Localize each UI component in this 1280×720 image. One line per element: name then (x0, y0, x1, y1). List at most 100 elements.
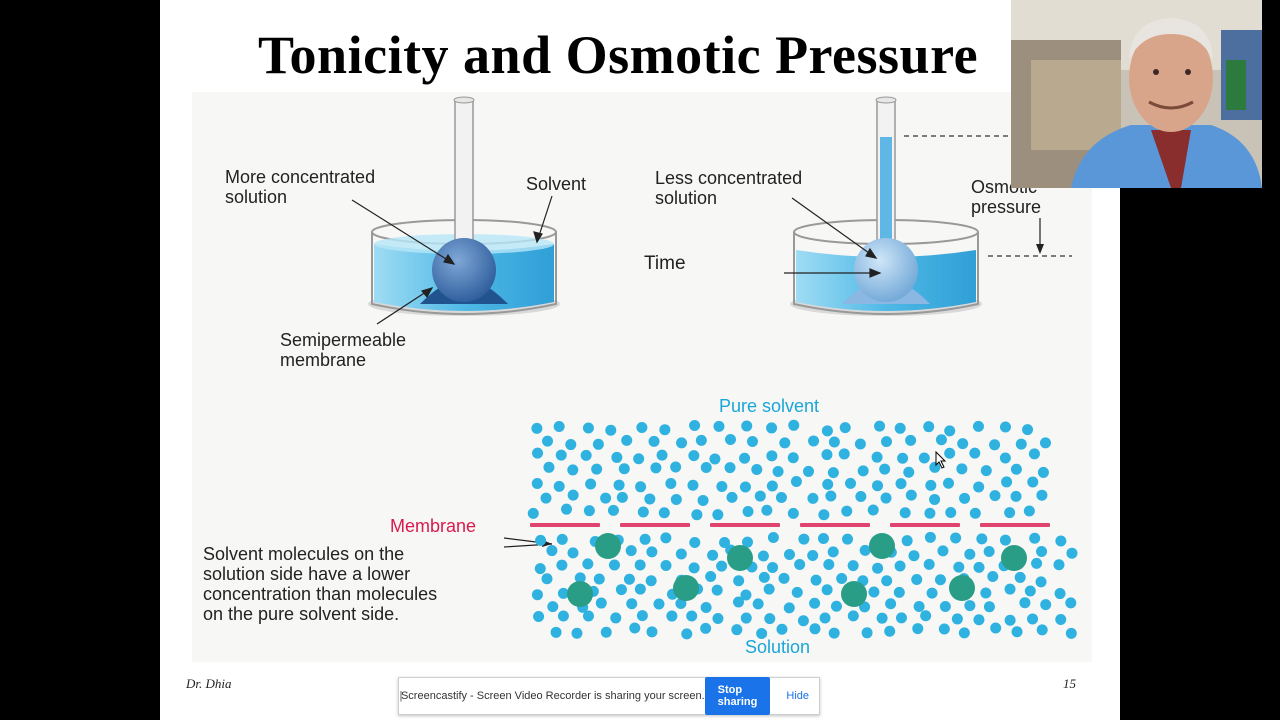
solvent-molecule (746, 435, 758, 447)
solvent-molecule (828, 436, 840, 448)
solvent-molecule (740, 612, 752, 624)
hide-button[interactable]: Hide (786, 690, 809, 702)
solvent-molecule (798, 533, 810, 545)
solvent-molecule (871, 451, 883, 463)
solvent-molecule (670, 493, 682, 505)
solvent-molecule (953, 561, 965, 573)
solvent-molecule (951, 613, 963, 625)
solvent-molecule (809, 623, 821, 635)
author-footer: Dr. Dhia (186, 676, 232, 691)
solvent-molecule (593, 573, 605, 585)
solvent-molecule (535, 534, 547, 546)
solvent-molecule (1065, 597, 1077, 609)
solvent-molecule (929, 461, 941, 473)
screen-share-bar: || Screencastify - Screen Video Recorder… (398, 677, 820, 715)
solvent-molecule (783, 602, 795, 614)
solvent-molecule (839, 422, 851, 434)
solvent-molecule (964, 548, 976, 560)
solvent-molecule (1001, 476, 1013, 488)
solvent-molecule (582, 558, 594, 570)
solvent-molecule (969, 507, 981, 519)
solvent-molecule (634, 583, 646, 595)
solvent-molecule (697, 494, 709, 506)
molecules (527, 419, 1078, 640)
solvent-molecule (540, 492, 552, 504)
solvent-molecule (924, 507, 936, 519)
solvent-molecule (531, 422, 543, 434)
solvent-molecule (964, 600, 976, 612)
solvent-molecule (983, 601, 995, 613)
solvent-molecule (761, 504, 773, 516)
solvent-molecule (531, 478, 543, 490)
solvent-molecule (905, 434, 917, 446)
solvent-molecule (623, 573, 635, 585)
solvent-molecule (585, 478, 597, 490)
solvent-molecule (945, 507, 957, 519)
solvent-molecule (972, 420, 984, 432)
solvent-molecule (1024, 585, 1036, 597)
solvent-molecule (885, 598, 897, 610)
solvent-molecule (1037, 466, 1049, 478)
solvent-molecule (726, 491, 738, 503)
solvent-molecule (557, 610, 569, 622)
solvent-molecule (822, 478, 834, 490)
solvent-molecule (580, 449, 592, 461)
solvent-molecule (751, 463, 763, 475)
mouse-cursor-icon (935, 451, 947, 469)
solvent-molecule (767, 561, 779, 573)
solvent-molecule (918, 452, 930, 464)
solvent-molecule (1027, 613, 1039, 625)
solvent-molecule (845, 477, 857, 489)
solvent-molecule (633, 453, 645, 465)
solvent-molecule (790, 475, 802, 487)
solvent-molecule (591, 463, 603, 475)
solvent-molecule (920, 610, 932, 622)
solvent-molecule (1055, 614, 1067, 626)
osmosis-diagram (351, 96, 1078, 640)
solvent-molecule (881, 575, 893, 587)
solvent-molecule (911, 574, 923, 586)
solvent-molecule (1036, 489, 1048, 501)
solvent-molecule (550, 626, 562, 638)
solvent-molecule (980, 587, 992, 599)
solvent-molecule (608, 559, 620, 571)
solvent-molecule (1036, 546, 1048, 558)
solvent-molecule (923, 558, 935, 570)
solvent-molecule (772, 466, 784, 478)
solvent-molecule (778, 572, 790, 584)
solvent-molecule (600, 626, 612, 638)
stop-sharing-button[interactable]: Stop sharing (704, 677, 771, 715)
solvent-molecule (810, 574, 822, 586)
solvent-molecule (924, 531, 936, 543)
solvent-molecule (607, 504, 619, 516)
solvent-molecule (973, 561, 985, 573)
solvent-molecule (899, 507, 911, 519)
solvent-molecule (565, 439, 577, 451)
solvent-molecule (766, 422, 778, 434)
solvent-molecule (741, 420, 753, 432)
solvent-molecule (553, 480, 565, 492)
solvent-molecule (1004, 507, 1016, 519)
solvent-molecule (713, 420, 725, 432)
solvent-molecule (830, 600, 842, 612)
solvent-molecule (836, 572, 848, 584)
solvent-molecule (1015, 438, 1027, 450)
solvent-molecule (527, 507, 539, 519)
solvent-molecule (621, 434, 633, 446)
solvent-molecule (648, 435, 660, 447)
solvent-molecule (1055, 535, 1067, 547)
solvent-molecule (752, 598, 764, 610)
solvent-molecule (757, 550, 769, 562)
page-number: 15 (1063, 676, 1076, 691)
solvent-molecule (634, 559, 646, 571)
solvent-molecule (1014, 571, 1026, 583)
solvent-molecule (1019, 597, 1031, 609)
solvent-molecule (766, 480, 778, 492)
solvent-molecule (571, 627, 583, 639)
solvent-molecule (582, 610, 594, 622)
solvent-molecule (879, 463, 891, 475)
solvent-molecule (700, 462, 712, 474)
solvent-molecule (675, 548, 687, 560)
solvent-molecule (944, 425, 956, 437)
solvent-molecule (913, 601, 925, 613)
